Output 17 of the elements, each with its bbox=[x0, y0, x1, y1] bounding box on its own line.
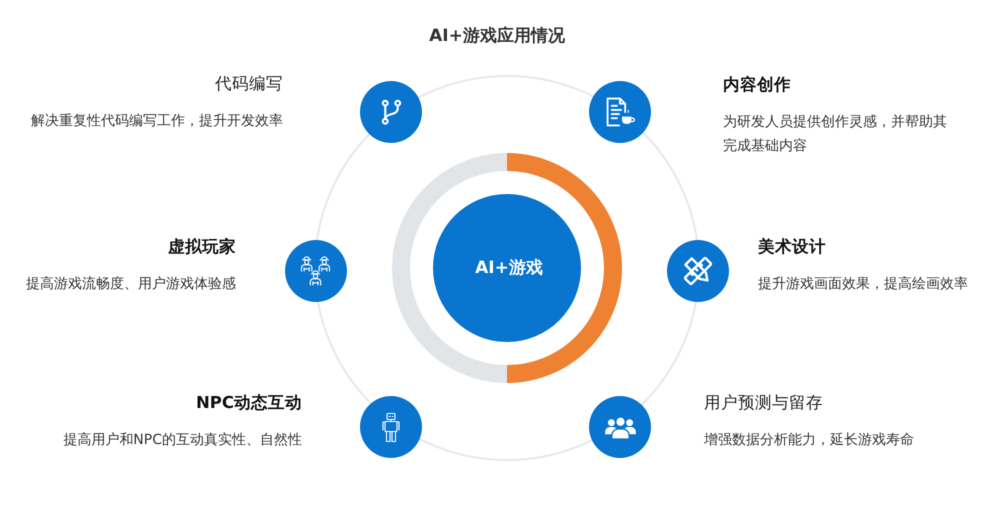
feature-description: 增强数据分析能力，延长游戏寿命 bbox=[704, 431, 914, 450]
feature-description: 为研发人员提供创作灵感，并帮助其完成基础内容 bbox=[723, 113, 948, 156]
feature-title: 内容创作 bbox=[723, 74, 791, 96]
feature-title: 虚拟玩家 bbox=[168, 236, 236, 258]
feature-description: 提高游戏流畅度、用户游戏体验感 bbox=[26, 275, 236, 294]
feature-title: 用户预测与留存 bbox=[704, 392, 823, 414]
feature-description: 提高用户和NPC的互动真实性、自然性 bbox=[63, 431, 302, 450]
feature-description: 解决重复性代码编写工作，提升开发效率 bbox=[31, 112, 283, 131]
feature-description: 提升游戏画面效果，提高绘画效率 bbox=[758, 275, 968, 294]
feature-title: NPC动态互动 bbox=[196, 392, 302, 414]
feature-title: 代码编写 bbox=[215, 73, 283, 95]
icon-disc bbox=[589, 396, 651, 458]
hub-label: AI+游戏 bbox=[475, 257, 543, 279]
icon-disc bbox=[360, 81, 422, 143]
feature-title: 美术设计 bbox=[758, 236, 826, 258]
diagram-title: AI+游戏应用情况 bbox=[429, 25, 565, 47]
icon-disc bbox=[589, 81, 651, 143]
